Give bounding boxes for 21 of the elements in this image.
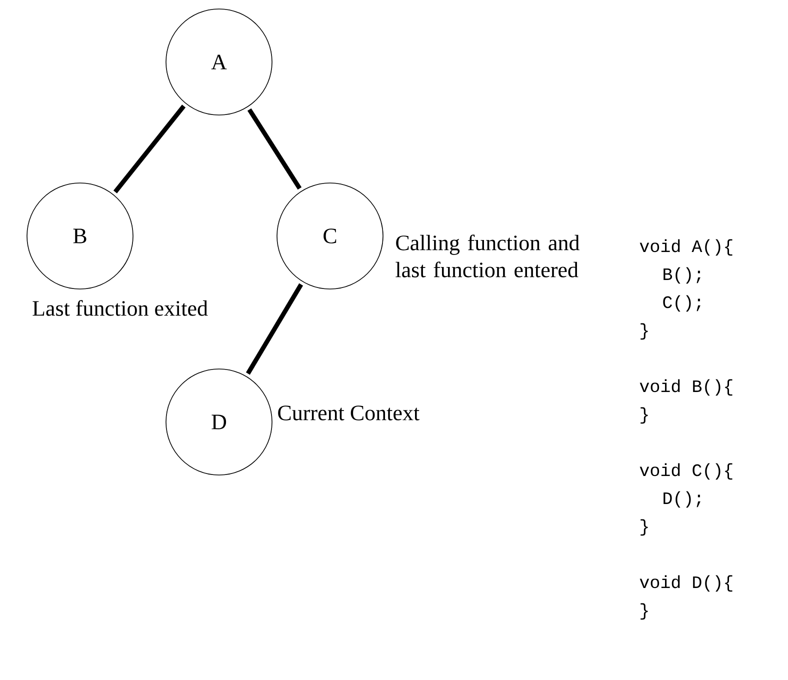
code-line: } — [640, 603, 648, 620]
edge-line — [113, 104, 186, 194]
code-line: void B(){ — [640, 379, 732, 396]
code-line: D(); — [664, 491, 700, 508]
code-line: void C(){ — [640, 463, 732, 480]
node-caption: Last function exited — [32, 300, 208, 316]
edge-line — [246, 283, 304, 375]
code-line: void D(){ — [640, 575, 732, 592]
code-line: void A(){ — [640, 239, 732, 256]
code-line: B(); — [664, 267, 700, 284]
code-line: } — [640, 407, 648, 424]
code-line: } — [640, 519, 648, 536]
edge-line — [247, 108, 302, 190]
code-line: } — [640, 323, 648, 340]
node-caption: Current Context — [278, 406, 420, 420]
circle-node: D — [166, 368, 272, 476]
circle-node: C — [276, 182, 384, 290]
code-line: C(); — [663, 295, 700, 312]
node-caption: Calling function and last function entered — [396, 234, 580, 278]
circle-node: B — [26, 182, 134, 290]
circle-node: A — [166, 8, 272, 116]
